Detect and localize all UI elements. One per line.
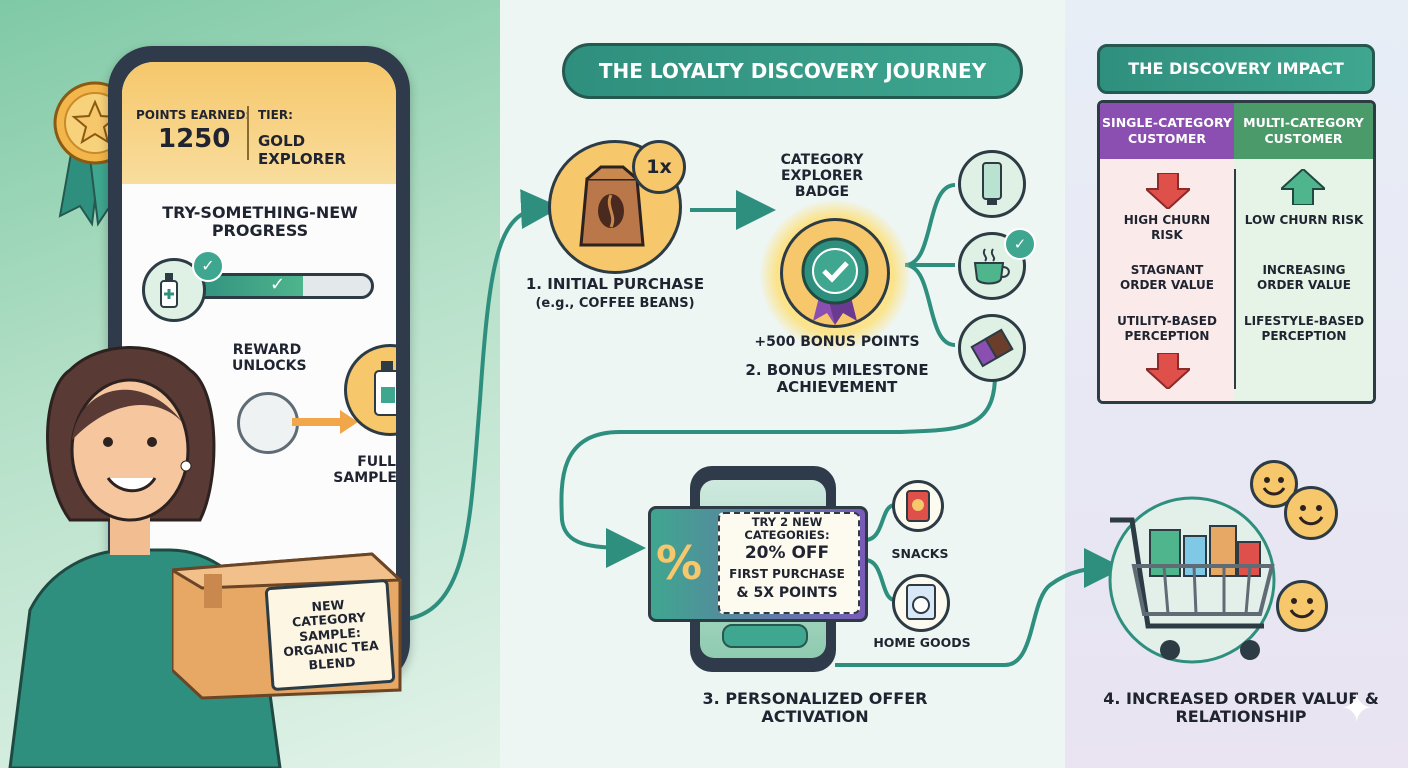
- step1-subtitle: (e.g., COFFEE BEANS): [535, 296, 695, 311]
- purchase-count-badge: 1x: [632, 140, 686, 194]
- bonus-points: +500 BONUS POINTS: [754, 334, 920, 350]
- box-label: NEW CATEGORY SAMPLE: ORGANIC TEA BLEND: [282, 597, 380, 673]
- impact-title: THE DISCOVERY IMPACT: [1097, 44, 1375, 94]
- tier-label: TIER:: [258, 108, 293, 122]
- step1-title: 1. INITIAL PURCHASE: [525, 275, 705, 293]
- step2-title: 2. BONUS MILESTONE ACHIEVEMENT: [745, 361, 929, 397]
- reward-arrow-icon: [292, 410, 358, 434]
- multi-category-header: MULTI-CATEGORY CUSTOMER: [1234, 103, 1373, 159]
- arrow-up-icon: [1281, 169, 1325, 205]
- coupon-line1: TRY 2 NEW CATEGORIES:: [744, 515, 830, 543]
- impact-table: SINGLE-CATEGORY CUSTOMER MULTI-CATEGORY …: [1097, 100, 1376, 404]
- journey-title: THE LOYALTY DISCOVERY JOURNEY: [562, 43, 1023, 99]
- reward-unlocks-label: REWARD UNLOCKS: [232, 342, 307, 375]
- sample-choice-label: FULL-SIZE SAMPLE CHOICE: [333, 454, 396, 487]
- snacks-icon: [892, 480, 944, 532]
- coupon-text-area: [718, 512, 860, 614]
- multi-item-2: INCREASING ORDER VALUE: [1257, 263, 1351, 292]
- step3-title: 3. PERSONALIZED OFFER ACTIVATION: [702, 689, 928, 727]
- single-item-1: HIGH CHURN RISK: [1123, 213, 1211, 242]
- skincare-tube-icon: [958, 150, 1026, 218]
- coupon-line4: & 5X POINTS: [736, 585, 838, 601]
- points-header: [122, 62, 396, 184]
- step4-title: 4. INCREASED ORDER VALUE & RELATIONSHIP: [1103, 689, 1379, 727]
- column-divider: [1234, 169, 1236, 389]
- coupon-line3: FIRST PURCHASE: [729, 567, 845, 581]
- smiley-face-icon: [1250, 460, 1298, 508]
- multi-item-3: LIFESTYLE-BASED PERCEPTION: [1243, 314, 1365, 343]
- multi-item-1: LOW CHURN RISK: [1244, 213, 1364, 227]
- single-item-3: UTILITY-BASED PERCEPTION: [1117, 314, 1217, 343]
- single-item-2: STAGNANT ORDER VALUE: [1120, 263, 1214, 292]
- points-earned-value: 1250: [158, 124, 231, 154]
- percent-icon: %: [656, 536, 703, 590]
- chocolate-bar-icon: [958, 314, 1026, 382]
- smiley-face-icon: [1276, 580, 1328, 632]
- activate-offer-button[interactable]: [722, 624, 808, 648]
- badge-title: CATEGORY EXPLORER BADGE: [780, 152, 864, 201]
- header-divider: [247, 106, 249, 160]
- washing-machine-icon: [892, 574, 950, 632]
- smiley-face-icon: [1284, 486, 1338, 540]
- single-category-header: SINGLE-CATEGORY CUSTOMER: [1100, 103, 1234, 159]
- tier-value: GOLD EXPLORER: [258, 132, 346, 168]
- category-snacks: SNACKS: [891, 546, 949, 561]
- arrow-down-icon: [1146, 173, 1190, 209]
- milestone-check-icon: ✓: [192, 250, 224, 282]
- points-earned-label: POINTS EARNED:: [136, 108, 251, 122]
- arrow-down-icon: [1146, 353, 1190, 389]
- category-home-goods: HOME GOODS: [873, 635, 971, 650]
- progress-bar: [188, 273, 374, 299]
- coffee-bag-icon: [548, 140, 682, 274]
- progress-check-icon: ✓: [270, 274, 286, 295]
- progress-fill: [191, 276, 303, 296]
- shopping-cart-icon: [1104, 486, 1304, 672]
- coupon-line2: 20% OFF: [744, 543, 830, 563]
- box-sticker: NEW CATEGORY SAMPLE: ORGANIC TEA BLEND: [264, 578, 396, 692]
- sparkle-icon: ✦: [1340, 686, 1374, 732]
- explorer-badge-icon: [780, 218, 890, 328]
- category-check-icon: ✓: [1004, 228, 1036, 260]
- lotion-bottle-icon: [344, 344, 396, 436]
- progress-title: TRY-SOMETHING-NEW PROGRESS: [162, 203, 358, 241]
